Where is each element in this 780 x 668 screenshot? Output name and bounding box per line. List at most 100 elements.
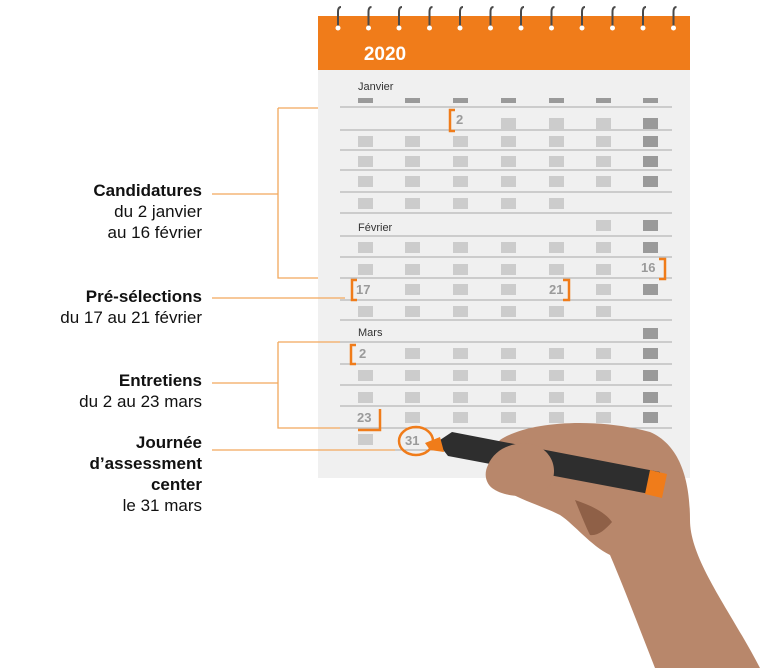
day-cell <box>453 392 468 403</box>
day-cell <box>405 198 420 209</box>
day-cell <box>358 176 373 187</box>
day-cell <box>596 306 611 317</box>
day-cell <box>643 220 658 231</box>
connector-lines <box>212 107 395 451</box>
day-cell <box>549 348 564 359</box>
phase-assessment-center: Journée d’assessment center le 31 mars <box>90 432 202 516</box>
ring-hole <box>366 25 371 31</box>
day-cell <box>405 242 420 253</box>
day-cell <box>501 198 516 209</box>
day-cell <box>596 348 611 359</box>
day-feb-16: 16 <box>641 260 655 275</box>
day-cell <box>358 242 373 253</box>
day-cell <box>453 264 468 275</box>
spiral-ring <box>428 6 433 26</box>
day-cell <box>596 264 611 275</box>
connector-entretiens <box>212 341 340 429</box>
phase-line: du 2 janvier <box>114 202 202 221</box>
day-cell <box>549 264 564 275</box>
date-brackets <box>349 108 667 432</box>
hand <box>492 422 760 668</box>
day-cell <box>358 370 373 381</box>
day-cell <box>453 242 468 253</box>
day-cell <box>596 392 611 403</box>
day-cell <box>453 284 468 295</box>
phase-title-line: d’assessment <box>89 454 202 473</box>
day-cell <box>643 118 658 129</box>
day-jan-2: 2 <box>456 112 463 127</box>
phase-title: Entretiens <box>118 371 202 390</box>
day-cell <box>358 434 373 445</box>
day-cell <box>549 118 564 129</box>
day-cell <box>405 156 420 167</box>
hand-shadow <box>575 500 612 536</box>
marked-days: 2 16 17 21 2 23 31 <box>356 112 655 448</box>
day-cell <box>453 306 468 317</box>
day-cell <box>405 176 420 187</box>
calendar-header <box>318 16 690 70</box>
day-cell <box>453 370 468 381</box>
phase-line: au 16 février <box>107 223 203 242</box>
marker-cap <box>645 470 667 498</box>
day-cell <box>643 176 658 187</box>
calendar-page <box>318 40 690 478</box>
ring-hole <box>488 25 493 31</box>
spiral-ring <box>337 6 342 26</box>
ring-hole <box>671 25 676 31</box>
day-cell <box>453 156 468 167</box>
spiral-ring <box>611 6 616 26</box>
marker-tip <box>425 437 444 452</box>
month-label-fevrier: Février <box>358 222 393 234</box>
day-cell <box>453 136 468 147</box>
day-cell <box>358 264 373 275</box>
bracket-feb-16 <box>659 257 667 281</box>
day-cell <box>596 370 611 381</box>
day-cell <box>596 176 611 187</box>
phase-candidatures: Candidatures du 2 janvier au 16 février <box>93 180 202 243</box>
day-cell <box>549 370 564 381</box>
phase-line: du 2 au 23 mars <box>79 392 202 411</box>
phase-title-line: center <box>150 475 202 494</box>
day-cell <box>358 156 373 167</box>
day-cell <box>358 392 373 403</box>
day-cell <box>549 136 564 147</box>
day-cell <box>643 412 658 423</box>
day-cell <box>596 118 611 129</box>
day-cell <box>643 156 658 167</box>
day-cell <box>405 136 420 147</box>
ring-hole <box>396 25 402 31</box>
ring-hole <box>457 25 463 31</box>
spiral-ring <box>367 6 372 26</box>
day-cell <box>549 306 564 317</box>
spiral-ring <box>520 6 525 26</box>
calendar-year: 2020 <box>364 44 406 65</box>
ring-hole <box>335 25 341 31</box>
day-cell <box>596 412 611 423</box>
day-cell <box>405 348 420 359</box>
day-cell <box>358 306 373 317</box>
weekday-marker <box>549 98 564 103</box>
day-cell <box>501 156 516 167</box>
day-cell <box>405 370 420 381</box>
day-mar-31: 31 <box>405 433 419 448</box>
day-cell <box>549 156 564 167</box>
day-cell <box>405 412 420 423</box>
day-cell <box>549 392 564 403</box>
day-mar-2: 2 <box>359 346 366 361</box>
spiral-ring <box>550 6 555 26</box>
bracket-jan-2 <box>448 108 455 133</box>
phase-line: du 17 au 21 février <box>60 308 202 327</box>
day-cell <box>501 242 516 253</box>
connector-candidatures <box>212 107 318 279</box>
spiral-rings <box>335 6 677 31</box>
hand-with-marker-illustration <box>425 422 760 668</box>
day-cell <box>596 242 611 253</box>
month-label-janvier: Janvier <box>358 81 394 93</box>
ring-hole <box>610 25 615 31</box>
day-cell <box>643 328 658 339</box>
day-cell <box>643 348 658 359</box>
spiral-ring <box>642 6 647 26</box>
spiral-ring <box>459 6 464 26</box>
day-feb-21: 21 <box>549 282 563 297</box>
